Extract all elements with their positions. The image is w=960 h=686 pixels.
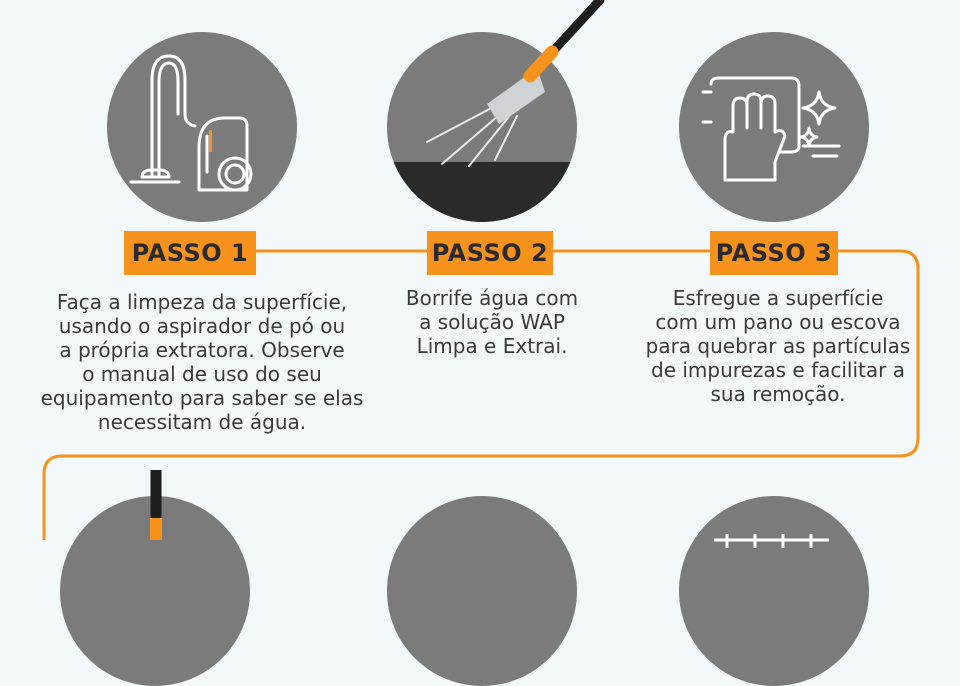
spray-wand-icon	[387, 68, 577, 222]
step-6-circle	[679, 496, 869, 686]
step-2-badge: PASSO 2	[427, 231, 553, 275]
step-3-circle	[679, 32, 869, 222]
step-1-description: Faça a limpeza da superfície, usando o a…	[40, 290, 364, 434]
steps-connector-line	[42, 249, 920, 540]
spray-wand-handle	[523, 0, 605, 83]
step-5-circle	[387, 496, 577, 686]
step-2-description: Borrife água com a solução WAP Limpa e E…	[405, 286, 579, 358]
step-1-badge: PASSO 1	[124, 231, 256, 275]
glove-cloth-sparkle-icon	[701, 76, 841, 182]
step-3-description: Esfregue a superfície com um pano ou esc…	[645, 286, 911, 406]
step-3-badge: PASSO 3	[710, 231, 838, 275]
step-1-circle	[107, 32, 297, 222]
vacuum-cleaner-icon	[129, 54, 253, 192]
rack-icon	[714, 534, 829, 548]
wand-tool-icon	[150, 470, 162, 540]
